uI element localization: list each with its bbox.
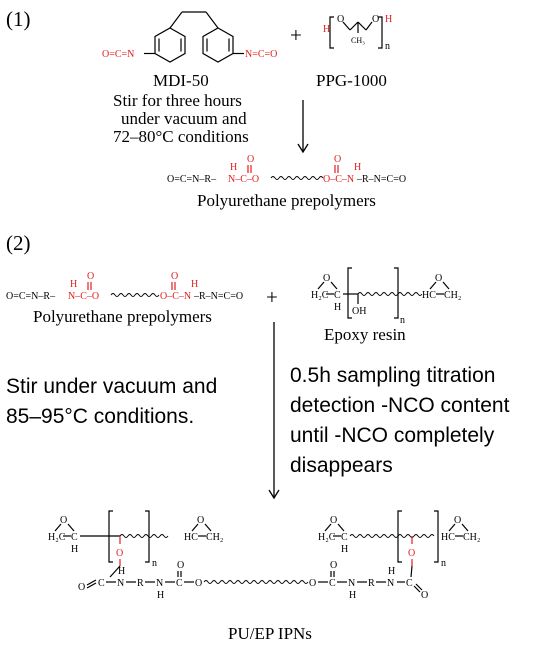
ipn-o2: O	[309, 578, 316, 589]
step1-condition-line-1: Stir for three hours	[113, 91, 242, 110]
step2-product-label: PU/EP IPNs	[228, 624, 312, 643]
step2-condition-right-2: detection -NCO content	[290, 394, 510, 417]
ipn-n3-h: H	[349, 590, 356, 601]
ipn-n2: N	[156, 578, 163, 589]
ppg-o-left: O	[337, 14, 344, 25]
pp2-o-left: O	[87, 271, 94, 282]
ipn-r-ether-o: O	[408, 548, 415, 559]
ipn-c2: C	[176, 578, 183, 589]
ipn-l-ch2: CH₂	[206, 532, 223, 543]
step2-prepolymer-formula: O=C=N–R– N–C–O H O O–C–N O H –R–N=C=O	[6, 271, 243, 302]
ipn-r-o: O	[330, 515, 337, 526]
ep-o-left: O	[323, 273, 330, 284]
step2-epoxy-label: Epoxy resin	[324, 325, 406, 344]
ipn-c2-o: O	[177, 560, 184, 571]
ep-h-left: H	[334, 302, 341, 313]
ipn-n2-h: H	[157, 590, 164, 601]
epoxy-structure: H₂C C O H OH n HC CH₂ O	[311, 267, 461, 326]
pp2-urethane-left: N–C–O	[68, 291, 99, 302]
step2-condition-right-3: until -NCO completely	[290, 424, 495, 447]
ipn-r2: R	[368, 578, 375, 589]
ipn-r-hc: HC	[441, 532, 455, 543]
ep-hc-right: HC	[422, 290, 436, 301]
ipn-l-n: n	[152, 558, 157, 569]
pp2-left: O=C=N–R–	[6, 291, 56, 302]
step2-condition-left-2: 85–95°C conditions.	[6, 405, 194, 428]
ipn-structure: H₂C C O H n HC CH₂ O O H₂C C O H n HC C	[48, 510, 480, 601]
ipn-n3: N	[348, 578, 355, 589]
ipn-r-o2: O	[454, 515, 461, 526]
nco-left-label: O=C=N	[102, 49, 134, 60]
pp1-o-right: O	[334, 154, 341, 165]
pp2-h-left: H	[70, 279, 77, 290]
ipn-n4: N	[387, 578, 394, 589]
ipn-c4: C	[406, 578, 413, 589]
ipn-l-o2: O	[197, 515, 204, 526]
ipn-r-h: H	[341, 544, 348, 555]
pp2-o-right: O	[171, 271, 178, 282]
ipn-r-c: C	[341, 532, 348, 543]
ipn-l-h2c: H₂C	[48, 532, 66, 543]
ep-o-right: O	[435, 273, 442, 284]
ipn-l-o: O	[60, 515, 67, 526]
ep-h2c-left: H₂C	[311, 290, 329, 301]
ep-ch2-right: CH₂	[444, 290, 461, 301]
ep-subscript-n: n	[400, 315, 405, 326]
pp2-right: –R–N=C=O	[193, 291, 243, 302]
ipn-c3-o: O	[330, 560, 337, 571]
step2-prepolymer-label: Polyurethane prepolymers	[33, 307, 212, 326]
ppg-subscript-n: n	[385, 41, 390, 52]
mdi-structure: O=C=N N=C=O	[102, 11, 277, 63]
ipn-l-h: H	[71, 544, 78, 555]
step2-number: (2)	[6, 231, 31, 255]
pp1-right: –R–N=C=O	[356, 174, 406, 185]
ppg-label: PPG-1000	[316, 71, 387, 90]
ep-c-left: C	[334, 290, 341, 301]
ipn-r-n: n	[441, 558, 446, 569]
pp1-h-right: H	[354, 162, 361, 173]
step1-product-formula: O=C=N–R– N–C–O H O O–C–N O H –R–N=C=O	[167, 154, 406, 185]
step2-condition-right-1: 0.5h sampling titration	[290, 364, 495, 387]
ipn-c4-o: O	[421, 590, 428, 601]
step1-condition-line-2: under vacuum and	[121, 109, 247, 128]
ipn-l-hc: HC	[184, 532, 198, 543]
step1-condition-line-3: 72–80°C conditions	[113, 127, 249, 146]
step2-arrow	[268, 322, 280, 500]
ipn-r1: R	[137, 578, 144, 589]
ipn-o1: O	[195, 578, 202, 589]
pp2-h-right: H	[191, 279, 198, 290]
ipn-r-h2c: H₂C	[318, 532, 336, 543]
ipn-c1-o: O	[78, 582, 85, 593]
ipn-r-ch2: CH₂	[463, 532, 480, 543]
ipn-n1-h: H	[118, 566, 125, 577]
step1-arrow	[297, 100, 309, 154]
ipn-n4-h: H	[388, 566, 395, 577]
step2-condition-left-1: Stir under vacuum and	[6, 375, 217, 398]
ppg-h-right: H	[385, 14, 392, 25]
mdi-label: MDI-50	[153, 71, 209, 90]
step1-plus: +	[290, 23, 302, 47]
pp1-urethane-right: O–C–N	[323, 174, 354, 185]
ipn-l-c: C	[71, 532, 78, 543]
step2-condition-right-4: disappears	[290, 454, 393, 477]
ipn-c1: C	[98, 578, 105, 589]
ppg-o-right: O	[372, 14, 379, 25]
pp1-o-left: O	[247, 154, 254, 165]
pp1-urethane-left: N–C–O	[228, 174, 259, 185]
pp2-urethane-right: O–C–N	[160, 291, 191, 302]
pp1-left: O=C=N–R–	[167, 174, 217, 185]
ppg-h-left: H	[323, 24, 330, 35]
step1-number: (1)	[6, 7, 31, 31]
step2-plus: +	[266, 285, 278, 309]
ipn-l-ether-o: O	[116, 548, 123, 559]
ep-oh: OH	[352, 306, 366, 317]
pp1-h-left: H	[230, 162, 237, 173]
ipn-n1: N	[117, 578, 124, 589]
ppg-ch3: CH₃	[351, 36, 365, 45]
ppg-structure: H O O CH₃ H n	[323, 14, 392, 52]
ipn-c3: C	[329, 578, 336, 589]
nco-right-label: N=C=O	[245, 49, 277, 60]
step1-product-label: Polyurethane prepolymers	[197, 191, 376, 210]
